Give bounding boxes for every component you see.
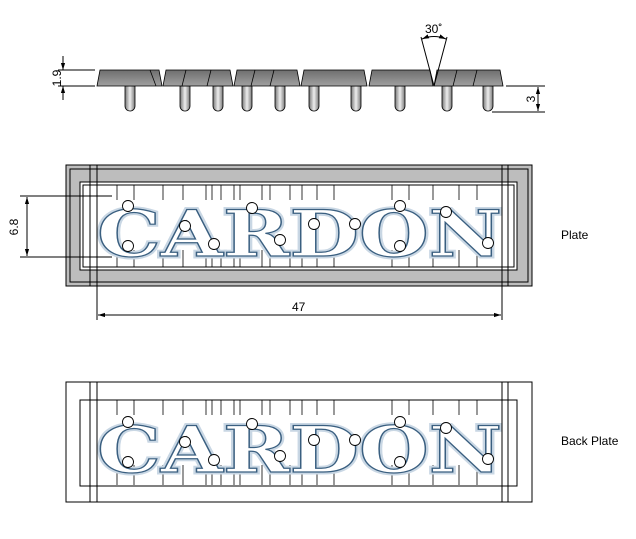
mounting-hole (394, 240, 406, 252)
mounting-hole (308, 218, 320, 230)
thickness-dimension: 1.9 (50, 56, 95, 100)
width-dim-text: 47 (292, 300, 306, 314)
thickness-dim-text: 1.9 (50, 69, 64, 86)
pin (308, 85, 320, 112)
mounting-hole (122, 240, 134, 252)
width-dimension: 47 (98, 300, 501, 318)
back-plate-label: Back Plate (561, 434, 619, 448)
angle-dimension: 30˚ (420, 22, 448, 87)
pin (241, 85, 253, 112)
back-letters-offset: CARDON (97, 413, 502, 488)
letter-segment (233, 69, 301, 87)
mounting-hole (122, 456, 134, 468)
mounting-hole (308, 434, 320, 446)
segment-cut-line (472, 69, 478, 87)
height-dimension: 6.8 (7, 195, 112, 258)
mounting-hole (394, 200, 406, 212)
mounting-hole (394, 416, 406, 428)
mounting-hole (179, 220, 191, 232)
pin (482, 85, 494, 112)
mounting-hole (246, 418, 258, 430)
pin-dimension: 3 (492, 85, 545, 113)
mounting-hole (482, 237, 494, 249)
segment-cut-line (206, 69, 212, 87)
mounting-hole (482, 453, 494, 465)
mounting-hole (179, 436, 191, 448)
letter-segment (162, 69, 234, 87)
plate-view: CARDON CARDON (65, 164, 533, 320)
letter-segment (368, 69, 434, 87)
segment-cut-line (149, 69, 157, 87)
mounting-hole (440, 206, 452, 218)
plate-label: Plate (561, 228, 589, 242)
side-view (96, 69, 504, 112)
mounting-hole (208, 454, 220, 466)
mounting-hole (394, 456, 406, 468)
pin (179, 85, 191, 112)
mounting-hole (122, 416, 134, 428)
back-plate-view: CARDON CARDON (65, 381, 533, 503)
height-dim-text: 6.8 (7, 218, 21, 235)
letter-segment (96, 69, 163, 87)
segment-cut-line (181, 69, 187, 87)
segment-cut-line (452, 69, 458, 87)
pin (212, 85, 224, 112)
plate-letters-offset: CARDON (97, 197, 502, 272)
plate-letters: CARDON (97, 197, 502, 272)
mounting-hole (274, 234, 286, 246)
mounting-hole (440, 422, 452, 434)
letter-segment (300, 69, 368, 87)
segment-cut-line (269, 69, 275, 87)
mounting-hole (349, 434, 361, 446)
pin (274, 85, 286, 112)
letter-segment (433, 69, 504, 87)
back-letters: CARDON (97, 413, 502, 488)
mounting-hole (122, 200, 134, 212)
pin (441, 85, 453, 112)
mounting-hole (246, 202, 258, 214)
pin (124, 85, 136, 112)
mounting-hole (274, 450, 286, 462)
angle-dim-text: 30˚ (425, 22, 442, 36)
mounting-hole (349, 218, 361, 230)
pin-dim-text: 3 (524, 95, 538, 102)
segment-cut-line (250, 69, 256, 87)
pin (350, 85, 362, 112)
mounting-hole (208, 238, 220, 250)
pin (394, 85, 406, 112)
